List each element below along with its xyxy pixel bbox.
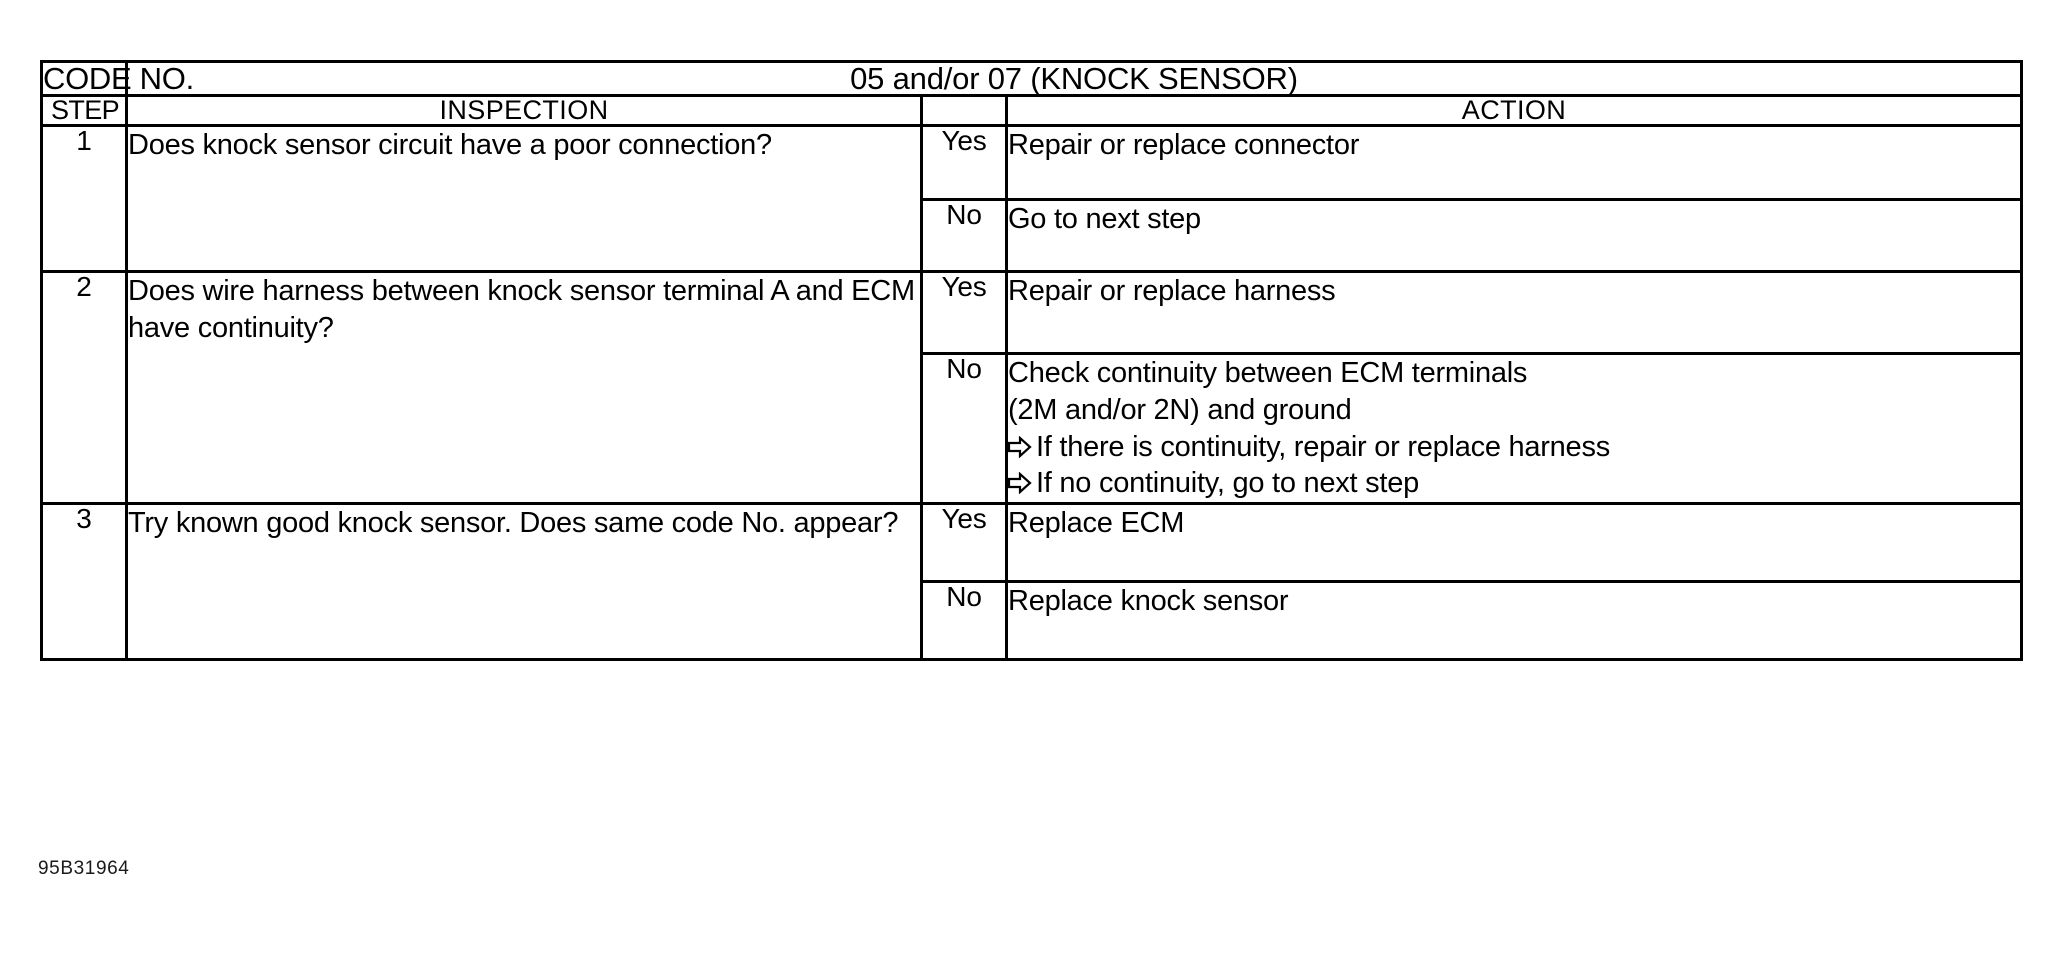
header-inspection: INSPECTION [125,94,923,127]
table-row: 1 Does knock sensor circuit have a poor … [40,124,2024,273]
hollow-right-arrow-icon [1008,472,1034,495]
action-text-yes: Repair or replace harness [1004,270,2024,355]
code-no-row: CODE NO. 05 and/or 07 (KNOCK SENSOR) [40,60,2024,97]
result-yes-label: Yes [920,502,1008,584]
action-text-no: Check continuity between ECM terminals (… [1004,351,2024,506]
header-step: STEP [40,94,128,127]
diagnostic-code-table: CODE NO. 05 and/or 07 (KNOCK SENSOR) STE… [40,60,2024,662]
result-no-label: No [920,351,1008,506]
result-no-label: No [920,198,1008,273]
hollow-right-arrow-icon [1008,435,1034,458]
code-no-label: CODE NO. [40,60,194,97]
result-yes-label: Yes [920,124,1008,201]
action-bullet-1-text: If there is continuity, repair or replac… [1036,430,1610,463]
inspection-text: Does wire harness between knock sensor t… [125,269,923,506]
header-result-blank [920,94,1008,127]
header-action: ACTION [1004,94,2024,127]
table-row: No Replace knock sensor [42,580,2024,662]
code-no-value: 05 and/or 07 (KNOCK SENSOR) [124,60,2024,97]
action-bullet-2-text: If no continuity, go to next step [1036,467,1419,500]
inspection-text: Does knock sensor circuit have a poor co… [125,124,923,273]
action-text-no: Replace knock sensor [1004,580,2024,662]
action-text-yes: Repair or replace connector [1004,124,2024,201]
action-bullet-2: If no continuity, go to next step [1008,465,2020,502]
inspection-text: Try known good knock sensor. Does same c… [125,502,923,662]
column-header-row: STEP INSPECTION ACTION [40,94,2024,127]
step-number: 1 [40,124,128,273]
action-bullet-1: If there is continuity, repair or replac… [1008,429,2020,466]
result-no-label: No [920,580,1008,662]
table-row: No Check continuity between ECM terminal… [42,351,2024,506]
table-row: 3 Try known good knock sensor. Does same… [40,502,2024,662]
step-number: 2 [40,269,128,506]
table-row: No Go to next step [42,198,2024,273]
action-text-yes: Replace ECM [1004,502,2024,584]
result-yes-label: Yes [920,270,1008,355]
action-line-2: (2M and/or 2N) and ground [1008,393,1352,426]
action-text-no: Go to next step [1004,198,2024,273]
figure-reference-code: 95B31964 [38,858,130,879]
step-number: 3 [40,502,128,662]
action-line-1: Check continuity between ECM terminals [1008,357,1528,389]
table-row: 2 Does wire harness between knock sensor… [40,269,2024,506]
